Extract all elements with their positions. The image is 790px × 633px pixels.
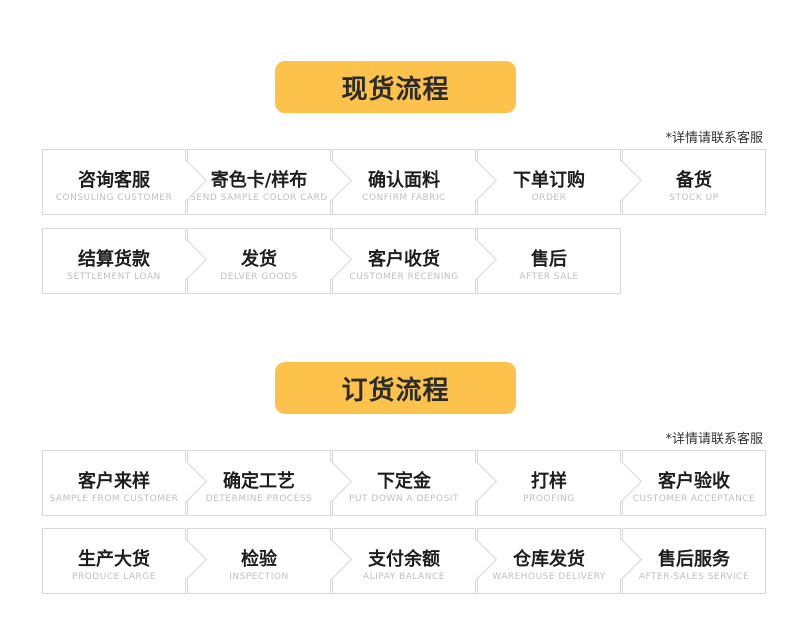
step-title: 客户验收 bbox=[658, 471, 730, 492]
step-subtitle: CUSTOMER ACCEPTANCE bbox=[632, 494, 756, 504]
step-title: 下定金 bbox=[377, 471, 431, 492]
step-card: 检验 INSPECTION bbox=[187, 528, 331, 594]
step-card: 下定金 PUT DOWN A DEPOSIT bbox=[332, 450, 476, 516]
step-card: 售后 AFTER SALE bbox=[477, 228, 621, 294]
step-card: 确定工艺 DETERMINE PROCESS bbox=[187, 450, 331, 516]
step-subtitle: CONFIRM FABRIC bbox=[362, 193, 446, 203]
step-title: 支付余额 bbox=[368, 549, 440, 570]
step-title: 确认面料 bbox=[368, 170, 440, 191]
step-subtitle: ORDER bbox=[531, 193, 567, 203]
step-subtitle: WAREHOUSE DELIVERY bbox=[492, 572, 606, 582]
step-subtitle: PUT DOWN A DEPOSIT bbox=[349, 494, 459, 504]
process-row: 咨询客服 CONSULING CUSTOMER 寄色卡/样布 SEND SAMP… bbox=[42, 149, 767, 219]
process-row: 客户来样 SAMPLE FROM CUSTOMER 确定工艺 DETERMINE… bbox=[42, 450, 767, 520]
step-card: 生产大货 PRODUCE LARGE bbox=[42, 528, 186, 594]
step-title: 发货 bbox=[241, 249, 277, 270]
step-title: 打样 bbox=[531, 471, 567, 492]
step-title: 生产大货 bbox=[78, 549, 150, 570]
step-card: 客户验收 CUSTOMER ACCEPTANCE bbox=[622, 450, 766, 516]
step-card: 仓库发货 WAREHOUSE DELIVERY bbox=[477, 528, 621, 594]
step-title: 客户收货 bbox=[368, 249, 440, 270]
step-card: 确认面料 CONFIRM FABRIC bbox=[332, 149, 476, 215]
step-title: 检验 bbox=[241, 549, 277, 570]
step-title: 下单订购 bbox=[513, 170, 585, 191]
step-subtitle: AFTER SALE bbox=[519, 272, 579, 282]
process-row: 结算货款 SETTLEMENT LOAN 发货 DELVER GOODS 客户收… bbox=[42, 228, 767, 298]
step-card: 售后服务 AFTER-SALES SERVICE bbox=[622, 528, 766, 594]
section-title-spot-process: 现货流程 bbox=[275, 61, 516, 113]
section-title-order-process: 订货流程 bbox=[275, 362, 516, 414]
step-card: 支付余额 ALIPAY BALANCE bbox=[332, 528, 476, 594]
step-subtitle: INSPECTION bbox=[229, 572, 289, 582]
step-title: 客户来样 bbox=[78, 471, 150, 492]
step-title: 确定工艺 bbox=[223, 471, 295, 492]
step-card: 寄色卡/样布 SEND SAMPLE COLOR CARD bbox=[187, 149, 331, 215]
step-card: 打样 PROOFING bbox=[477, 450, 621, 516]
step-title: 寄色卡/样布 bbox=[210, 170, 308, 191]
step-subtitle: PROOFING bbox=[523, 494, 575, 504]
step-subtitle: SEND SAMPLE COLOR CARD bbox=[190, 193, 328, 203]
step-title: 备货 bbox=[676, 170, 712, 191]
step-card: 客户收货 CUSTOMER RECENING bbox=[332, 228, 476, 294]
step-title: 仓库发货 bbox=[513, 549, 585, 570]
step-card: 下单订购 ORDER bbox=[477, 149, 621, 215]
step-subtitle: ALIPAY BALANCE bbox=[363, 572, 445, 582]
step-card: 结算货款 SETTLEMENT LOAN bbox=[42, 228, 186, 294]
step-subtitle: CONSULING CUSTOMER bbox=[55, 193, 173, 203]
contact-note: *详情请联系客服 bbox=[665, 131, 763, 146]
contact-note: *详情请联系客服 bbox=[665, 432, 763, 447]
step-subtitle: DETERMINE PROCESS bbox=[205, 494, 313, 504]
step-subtitle: SAMPLE FROM CUSTOMER bbox=[49, 494, 179, 504]
step-subtitle: AFTER-SALES SERVICE bbox=[638, 572, 750, 582]
step-subtitle: SETTLEMENT LOAN bbox=[67, 272, 161, 282]
step-title: 售后 bbox=[531, 249, 567, 270]
step-subtitle: DELVER GOODS bbox=[220, 272, 298, 282]
step-title: 咨询客服 bbox=[78, 170, 150, 191]
step-subtitle: PRODUCE LARGE bbox=[72, 572, 156, 582]
step-subtitle: CUSTOMER RECENING bbox=[349, 272, 459, 282]
step-title: 售后服务 bbox=[658, 549, 730, 570]
step-subtitle: STOCK UP bbox=[669, 193, 719, 203]
step-card: 咨询客服 CONSULING CUSTOMER bbox=[42, 149, 186, 215]
step-card: 备货 STOCK UP bbox=[622, 149, 766, 215]
step-card: 客户来样 SAMPLE FROM CUSTOMER bbox=[42, 450, 186, 516]
step-card: 发货 DELVER GOODS bbox=[187, 228, 331, 294]
step-title: 结算货款 bbox=[78, 249, 150, 270]
process-row: 生产大货 PRODUCE LARGE 检验 INSPECTION 支付余额 AL… bbox=[42, 528, 767, 598]
